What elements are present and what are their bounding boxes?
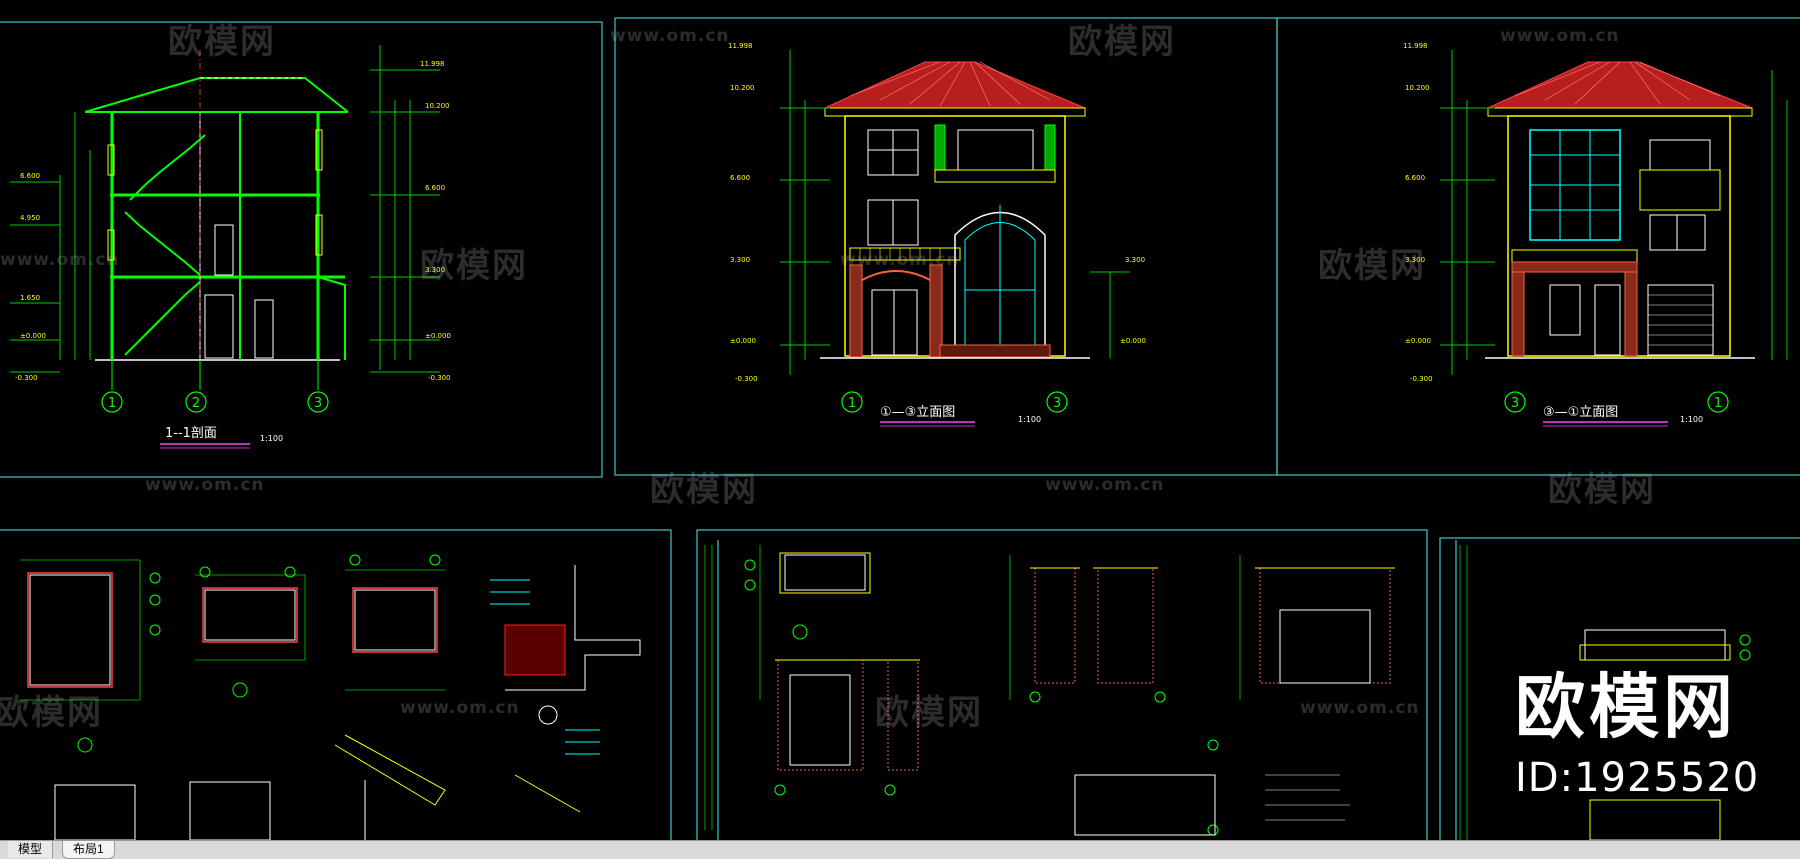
detail-sheet-plans <box>20 554 641 840</box>
elevation-label: 10.200 <box>425 102 450 110</box>
front-elevation-scale: 1:100 <box>1018 415 1041 424</box>
axis-label-3: 3 <box>314 396 322 411</box>
axis-label-1: 1 <box>1714 396 1722 411</box>
watermark-logo: 欧模网 <box>0 693 103 733</box>
elevation-label: ±0.000 <box>425 332 451 340</box>
sheet-frames <box>0 17 1800 840</box>
watermark-logo: 欧模网 <box>1318 246 1426 286</box>
elevation-label: ±0.000 <box>730 337 756 345</box>
rear-elevation: 11.998 10.200 6.600 3.300 ±0.000 -0.300 … <box>1403 42 1788 427</box>
front-elevation-title: ①—③立面图 <box>880 405 955 420</box>
rear-elevation-scale: 1:100 <box>1680 415 1703 424</box>
watermark-logo: 欧模网 <box>875 693 983 733</box>
elevation-label: -0.300 <box>428 374 451 382</box>
model-id-label: ID:1925520 <box>1515 755 1760 801</box>
watermark-url: www.om.cn <box>610 26 730 46</box>
watermark-logo: 欧模网 <box>1548 470 1656 510</box>
elevation-label: ±0.000 <box>1120 337 1146 345</box>
watermark-logo: 欧模网 <box>420 246 528 286</box>
section-title: 1--1剖面 <box>165 426 217 441</box>
elevation-label: 3.300 <box>730 256 750 264</box>
watermark-url: www.om.cn <box>0 250 120 270</box>
axis-label-3: 3 <box>1511 396 1519 411</box>
elevation-label: -0.300 <box>735 375 758 383</box>
watermark-url: www.om.cn <box>1045 475 1165 495</box>
elevation-label: -0.300 <box>1410 375 1433 383</box>
axis-label-1: 1 <box>848 396 856 411</box>
section-scale: 1:100 <box>260 434 283 443</box>
cad-drawing-canvas[interactable]: 1 2 3 11.998 10.200 6.600 6.600 4.950 3.… <box>0 0 1800 840</box>
layout-tab-bar: 模型 布局1 <box>0 840 1800 859</box>
watermark-url: www.om.cn <box>1300 698 1420 718</box>
elevation-label: 10.200 <box>730 84 755 92</box>
watermark-url: www.om.cn <box>400 698 520 718</box>
axis-label-2: 2 <box>192 396 200 411</box>
elevation-label: -0.300 <box>15 374 38 382</box>
tab-layout1[interactable]: 布局1 <box>62 841 115 859</box>
elevation-label: 6.600 <box>425 184 445 192</box>
axis-label-1: 1 <box>108 396 116 411</box>
elevation-label: 11.998 <box>420 60 445 68</box>
elevation-label: 3.300 <box>1405 256 1425 264</box>
elevation-label: 1.650 <box>20 294 40 302</box>
rear-elevation-title: ③—①立面图 <box>1543 405 1618 420</box>
front-elevation: 11.998 10.200 6.600 3.300 3.300 ±0.000 ±… <box>728 42 1146 427</box>
watermark-logo: 欧模网 <box>650 470 758 510</box>
elevation-label: ±0.000 <box>20 332 46 340</box>
elevation-label: 6.600 <box>20 172 40 180</box>
watermark-logo: 欧模网 <box>1068 22 1176 62</box>
watermark-url: www.om.cn <box>1500 26 1620 46</box>
tab-model[interactable]: 模型 <box>8 841 54 858</box>
brand-logo-overlay: 欧模网 <box>1515 666 1737 748</box>
detail-sheet-roof-plan <box>1459 545 1751 840</box>
elevation-label: 6.600 <box>1405 174 1425 182</box>
watermark-url: www.om.cn <box>840 250 960 270</box>
watermark-logo: 欧模网 <box>168 22 276 62</box>
elevation-label: 11.998 <box>1403 42 1428 50</box>
elevation-label: 10.200 <box>1405 84 1430 92</box>
axis-label-3: 3 <box>1053 396 1061 411</box>
elevation-label: 6.600 <box>730 174 750 182</box>
watermark-url: www.om.cn <box>145 475 265 495</box>
elevation-label: 3.300 <box>425 266 445 274</box>
elevation-label: 11.998 <box>728 42 753 50</box>
elevation-label: 4.950 <box>20 214 40 222</box>
elevation-label: 3.300 <box>1125 256 1145 264</box>
detail-sheet-gates <box>704 545 1395 836</box>
section-drawing: 1 2 3 11.998 10.200 6.600 6.600 4.950 3.… <box>10 45 451 449</box>
elevation-label: ±0.000 <box>1405 337 1431 345</box>
